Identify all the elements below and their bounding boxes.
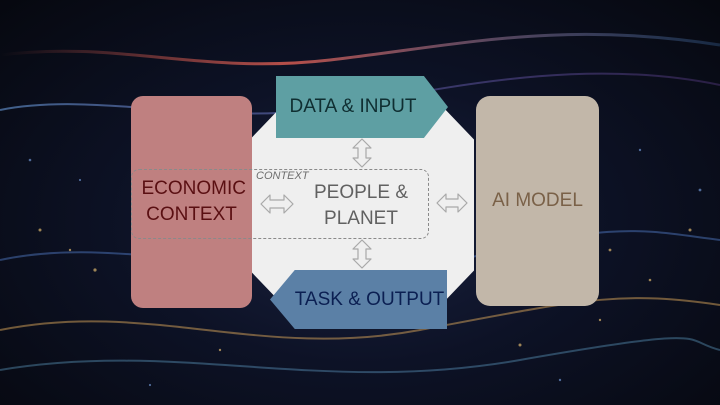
economic-context-label: ECONOMIC CONTEXT [141, 178, 247, 225]
context-label: CONTEXT [256, 170, 309, 182]
context-dashed-band [131, 169, 429, 239]
task-output-label: TASK & OUTPUT [294, 288, 445, 310]
ai-model-label: AI MODEL [492, 190, 583, 211]
data-input-arrow-box: DATA & INPUT [276, 76, 448, 138]
task-output-arrow-box: TASK & OUTPUT [270, 270, 447, 329]
people-planet-label: PEOPLE & PLANET [314, 182, 408, 229]
economic-context-box: ECONOMIC CONTEXT [131, 96, 252, 308]
data-input-label: DATA & INPUT [289, 96, 417, 117]
ai-model-box: AI MODEL [476, 96, 599, 306]
